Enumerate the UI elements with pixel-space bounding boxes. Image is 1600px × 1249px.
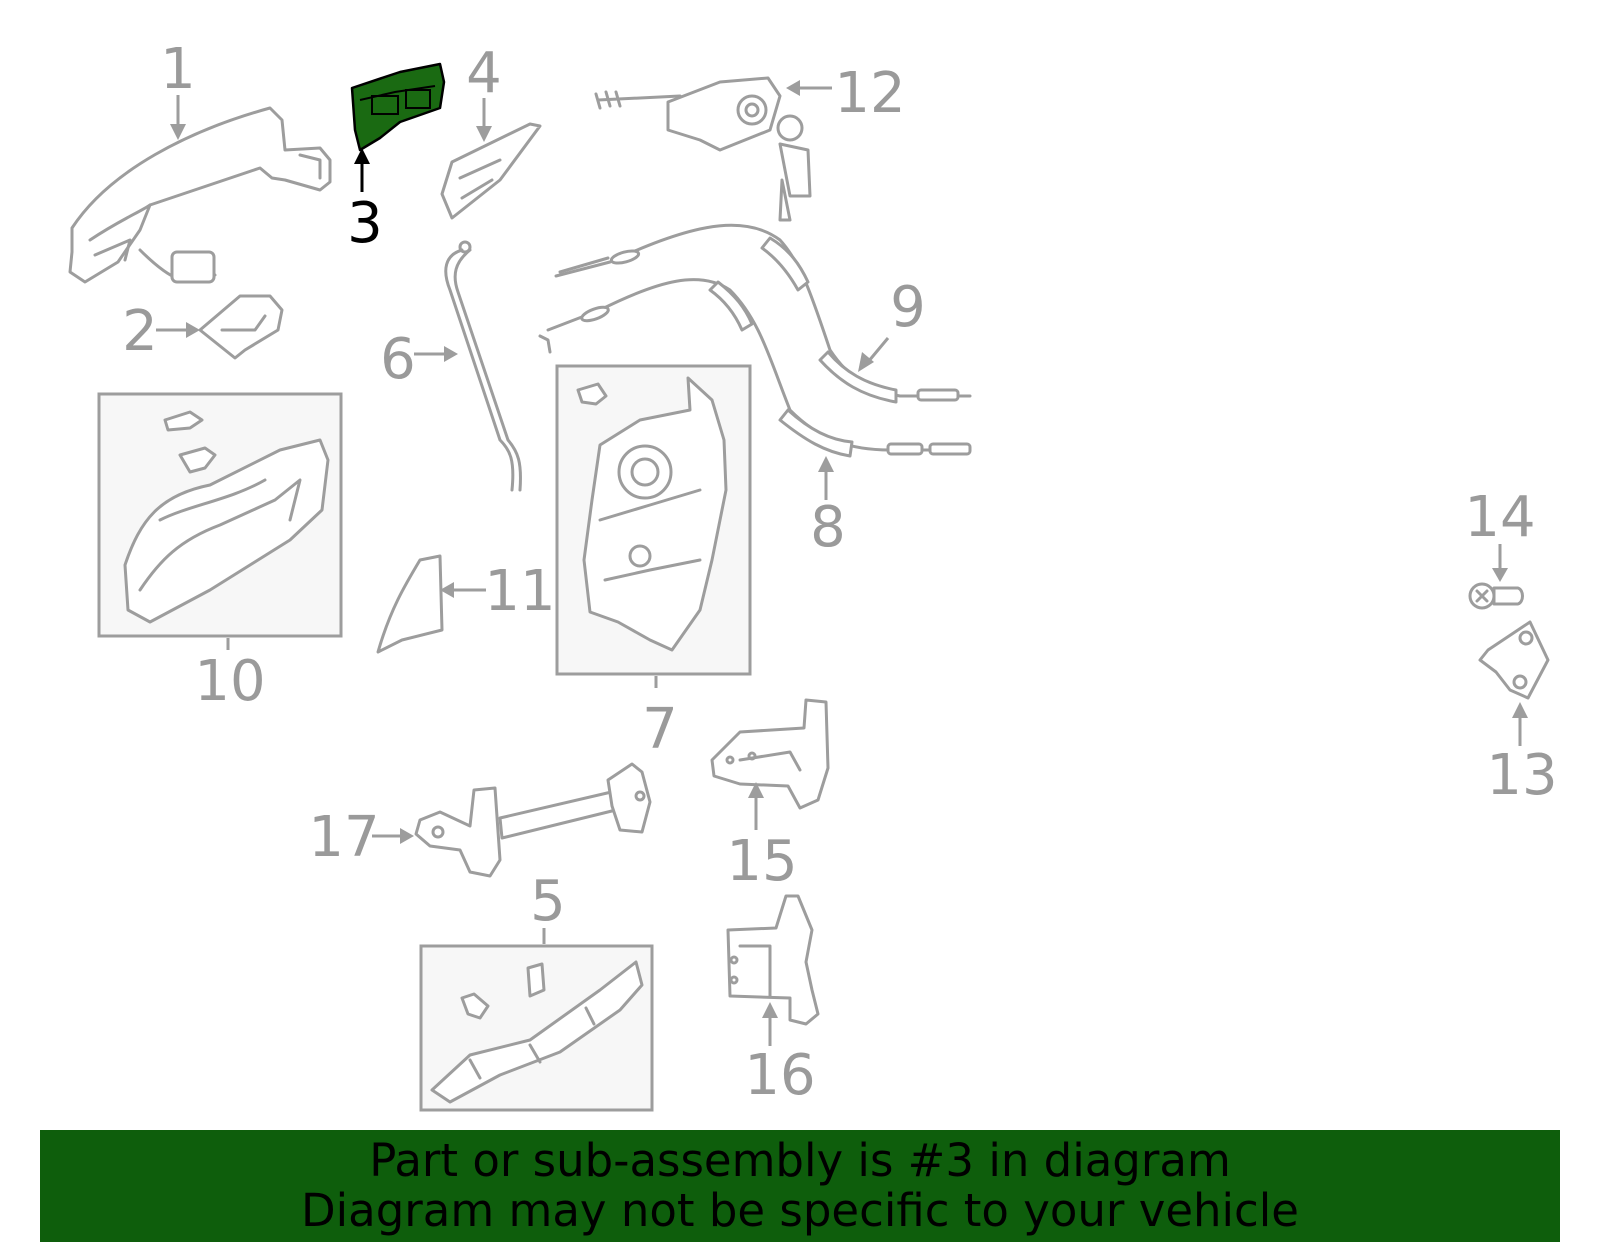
arrow-2-head	[186, 322, 200, 338]
callout-4: 4	[466, 41, 502, 106]
arrow-1-head	[170, 124, 186, 140]
callout-11: 11	[484, 559, 555, 624]
callout-17: 17	[308, 805, 379, 870]
info-banner: Part or sub-assembly is #3 in diagram Di…	[40, 1130, 1560, 1242]
part-8-cable	[538, 278, 972, 458]
part-12-lock-cylinder	[594, 76, 812, 222]
part-7-latch	[576, 376, 728, 652]
arrow-16-head	[762, 1002, 778, 1018]
part-6-rod	[444, 240, 522, 492]
callout-5: 5	[530, 869, 566, 934]
callout-16: 16	[744, 1043, 815, 1108]
callout-3: 3	[347, 191, 383, 256]
part-4-pad	[440, 122, 542, 220]
arrow-4-head	[476, 126, 492, 142]
callout-13: 13	[1486, 743, 1557, 808]
arrow-14-head	[1492, 568, 1508, 582]
callout-2: 2	[122, 299, 158, 364]
banner-line-2: Diagram may not be specific to your vehi…	[301, 1184, 1299, 1237]
callout-9: 9	[890, 275, 926, 340]
callout-10: 10	[194, 649, 265, 714]
arrow-17-head	[400, 828, 414, 844]
part-15-hinge	[710, 698, 830, 810]
arrow-11-head	[440, 582, 454, 598]
callout-6: 6	[380, 327, 416, 392]
arrow-9-head	[858, 352, 874, 372]
arrow-8-head	[818, 456, 834, 472]
arrow-3-head	[354, 148, 370, 164]
arrow-9	[866, 337, 890, 363]
callout-7: 7	[642, 697, 678, 762]
arrow-12-head	[786, 80, 800, 96]
callout-15: 15	[726, 829, 797, 894]
arrow-15-head	[748, 782, 764, 798]
callout-1: 1	[160, 37, 196, 102]
part-16-hinge	[726, 894, 820, 1026]
arrow-6-head	[444, 346, 458, 362]
callout-12: 12	[834, 61, 905, 126]
part-1-outer-handle	[68, 106, 332, 284]
part-3-highlighted	[350, 62, 446, 152]
part-17-check-link	[414, 762, 652, 878]
callout-8: 8	[810, 495, 846, 560]
part-13-striker	[1478, 620, 1550, 700]
banner-line-1: Part or sub-assembly is #3 in diagram	[369, 1134, 1231, 1187]
part-11-trim	[376, 554, 444, 654]
arrow-13-head	[1512, 702, 1528, 718]
part-2-cap	[198, 294, 284, 360]
callout-14: 14	[1464, 485, 1535, 550]
part-10-inner-handle	[123, 410, 330, 624]
part-14-screw	[1468, 582, 1524, 610]
part-5-bracket	[430, 960, 644, 1104]
part-9-cable	[554, 223, 972, 404]
